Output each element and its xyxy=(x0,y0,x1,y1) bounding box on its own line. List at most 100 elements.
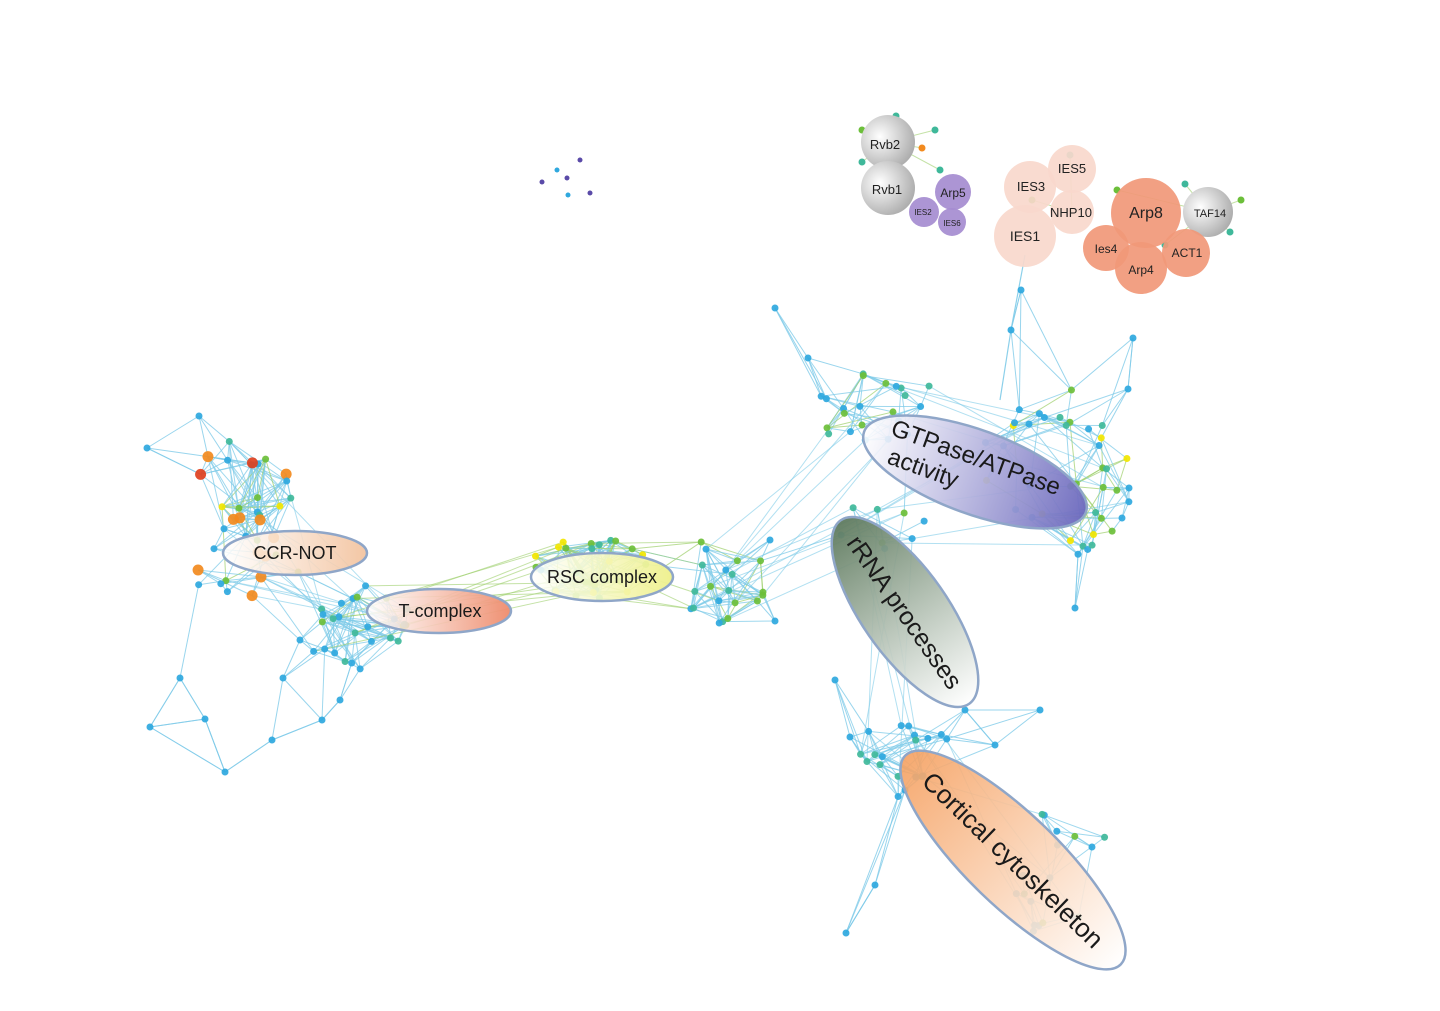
network-edge xyxy=(774,307,827,399)
network-edge xyxy=(359,640,399,670)
network-node xyxy=(335,613,343,621)
network-edge xyxy=(238,462,253,509)
network-node xyxy=(849,504,857,512)
network-edge xyxy=(204,718,226,773)
network-edge xyxy=(324,637,391,650)
isolated-node xyxy=(554,167,560,173)
network-edge xyxy=(1010,329,1020,410)
network-edge xyxy=(718,560,761,602)
network-edge xyxy=(1019,389,1072,411)
network-edge xyxy=(731,573,764,596)
network-node xyxy=(690,604,698,612)
network-node xyxy=(1097,434,1105,442)
network-edge xyxy=(149,726,226,773)
network-edge xyxy=(227,459,258,498)
network-node xyxy=(912,736,920,744)
network-edge xyxy=(1044,388,1129,419)
network-edge xyxy=(179,584,200,679)
network-node xyxy=(318,605,326,613)
network-node xyxy=(559,538,567,546)
network-edge xyxy=(334,626,369,654)
network-edge xyxy=(731,539,771,575)
network-node xyxy=(283,477,291,485)
network-edge xyxy=(693,564,703,609)
complex-node-circles xyxy=(858,112,1245,294)
network-node xyxy=(766,536,774,544)
network-node xyxy=(892,382,900,390)
network-edge xyxy=(807,357,864,375)
network-edge xyxy=(149,718,206,728)
cluster-ellipse-rsc-complex xyxy=(529,551,675,603)
network-node xyxy=(1125,498,1133,506)
network-edge xyxy=(705,548,738,562)
complex-node-rvb2 xyxy=(861,115,915,169)
node-label-ies6: IES6 xyxy=(943,219,961,228)
network-node xyxy=(1124,385,1132,393)
network-edge xyxy=(1044,417,1104,469)
network-node xyxy=(356,665,364,673)
network-edge xyxy=(1127,337,1134,390)
isolated-node xyxy=(565,192,571,198)
network-edge xyxy=(179,677,206,720)
network-node xyxy=(1025,420,1033,428)
network-edge xyxy=(705,548,730,591)
cluster-label-t-complex: T-complex xyxy=(398,601,481,621)
cluster-ellipse-t-complex xyxy=(365,587,513,635)
network-node xyxy=(759,591,767,599)
network-edge xyxy=(845,884,876,934)
network-node xyxy=(1088,541,1096,549)
network-node xyxy=(804,354,812,362)
network-edge xyxy=(725,408,844,571)
network-edge xyxy=(1044,417,1100,447)
network-node xyxy=(595,541,603,549)
network-edge xyxy=(198,415,229,461)
network-edge xyxy=(1100,437,1130,502)
network-node xyxy=(227,513,239,525)
network-edge xyxy=(881,756,899,777)
network-edge xyxy=(321,648,326,721)
network-node xyxy=(254,514,266,526)
network-edge xyxy=(700,541,738,562)
network-edge xyxy=(896,385,1045,419)
network-node xyxy=(757,557,765,565)
network-node xyxy=(873,505,881,513)
network-edge xyxy=(351,625,404,664)
network-node xyxy=(715,619,723,627)
network-edge xyxy=(694,507,854,592)
network-edge xyxy=(228,441,234,520)
network-edge xyxy=(850,383,887,432)
network-edge xyxy=(1070,512,1096,541)
network-node xyxy=(224,456,232,464)
network-node xyxy=(1098,421,1106,429)
complex-node-act1 xyxy=(1162,229,1210,277)
network-node xyxy=(871,881,879,889)
network-node xyxy=(771,617,779,625)
network-node xyxy=(1036,706,1044,714)
network-node xyxy=(856,402,864,410)
network-node xyxy=(917,403,925,411)
network-edge xyxy=(728,590,758,602)
network-node xyxy=(222,577,230,585)
complex-node-taf14 xyxy=(1183,187,1233,237)
complex-node-nhp10 xyxy=(1050,190,1094,234)
cluster-ellipse-ccr-not xyxy=(221,529,369,577)
network-node xyxy=(562,544,570,552)
network-edge xyxy=(200,441,230,475)
network-edge xyxy=(259,459,267,520)
network-node xyxy=(246,457,258,469)
network-edge xyxy=(849,736,868,762)
network-edge xyxy=(941,734,996,746)
complex-minor-node xyxy=(1181,180,1189,188)
network-node xyxy=(859,372,867,380)
cluster-rsc-complex: RSC complex xyxy=(529,551,675,603)
network-node xyxy=(628,545,636,553)
network-node xyxy=(195,412,203,420)
cluster-label-ccr-not: CCR-NOT xyxy=(254,543,337,563)
network-node xyxy=(1089,531,1097,539)
network-edge xyxy=(690,600,758,610)
network-node xyxy=(1071,604,1079,612)
network-edge xyxy=(1074,549,1089,609)
network-edge xyxy=(1095,501,1130,514)
network-edge xyxy=(1071,337,1134,391)
network-edge xyxy=(862,373,921,407)
